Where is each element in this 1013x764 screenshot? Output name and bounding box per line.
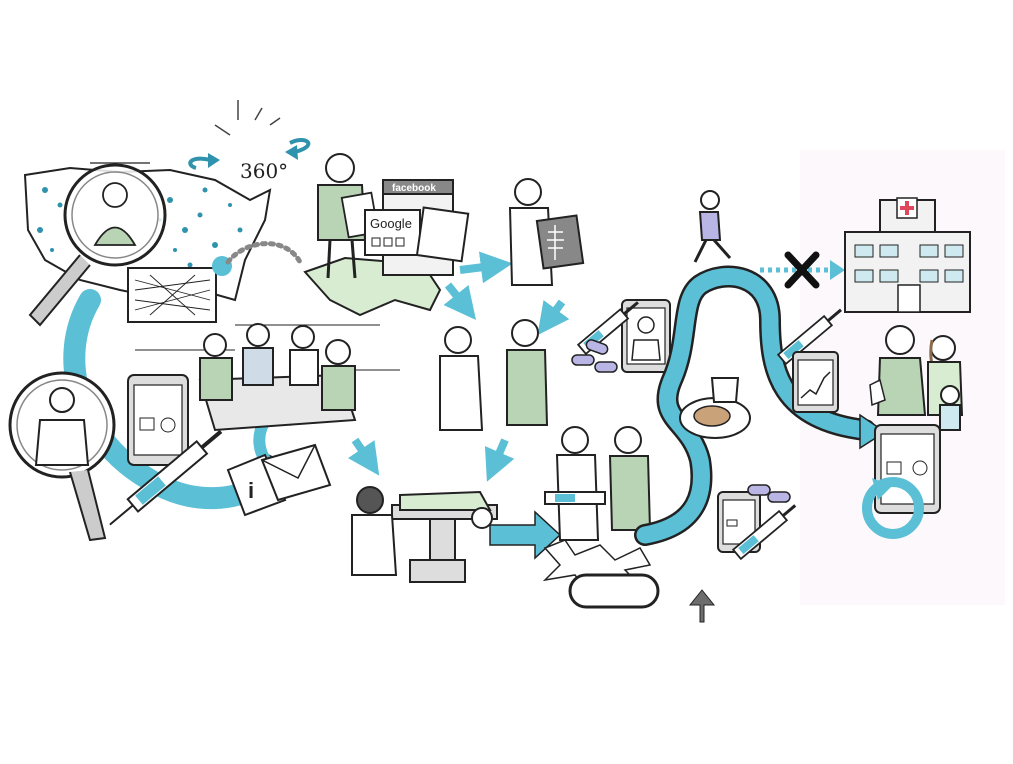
blank-label-pill — [570, 575, 658, 607]
operating-table-icon — [392, 492, 497, 582]
tablet-calendar-icon — [128, 375, 188, 465]
google-label: Google — [370, 216, 412, 231]
arrow-texas-to-doctors — [448, 285, 468, 310]
xray-icon — [537, 215, 583, 268]
arrow-texas-to-xray — [460, 265, 500, 270]
tablet-calendar-icon — [875, 425, 940, 513]
nurse-figure — [352, 487, 396, 575]
info-glyph: i — [248, 478, 254, 503]
food-plate-icon — [680, 378, 750, 438]
runner-icon — [695, 191, 730, 262]
doctor-magnifier-icon — [10, 373, 114, 540]
network-chart-icon — [128, 268, 216, 322]
paper-sheet-icon — [417, 207, 468, 261]
arrow-doctors-to-surgery — [492, 440, 505, 470]
facebook-label: facebook — [392, 183, 436, 194]
arrow-xray-to-doctors — [545, 302, 562, 325]
doctors-handshake-figure — [440, 320, 547, 430]
info-envelope-icon: i — [228, 445, 330, 515]
doctor-patient-syringe-figure — [545, 427, 650, 540]
rotation-label: 360° — [240, 159, 288, 183]
meeting-group-figure — [200, 324, 355, 430]
up-arrow-icon — [690, 590, 714, 622]
google-page-icon: Google — [365, 210, 420, 255]
arrow-meeting-to-surgery — [355, 440, 372, 465]
rotation-arrow-icon — [190, 100, 308, 168]
tablet-chart-icon — [793, 352, 838, 412]
